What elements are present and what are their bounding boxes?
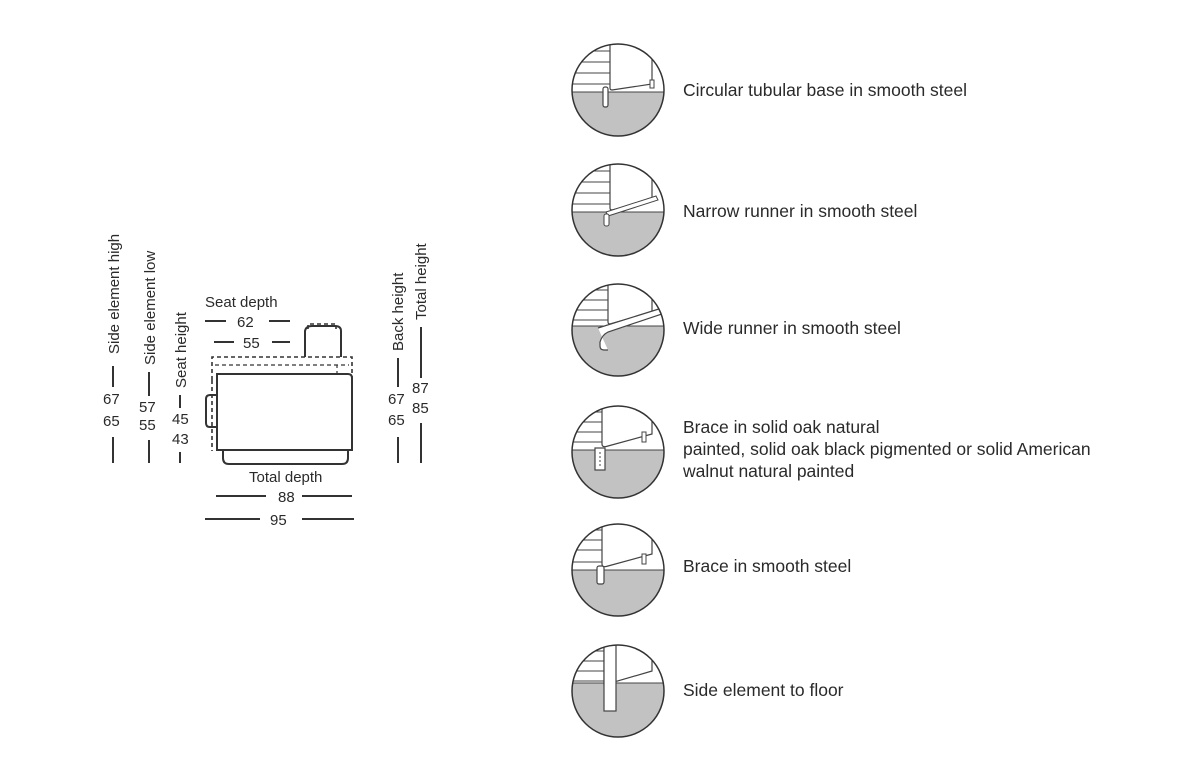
- oak-brace-icon: [571, 405, 665, 499]
- total-height-value-1: 87: [412, 380, 429, 397]
- total-height-dimension: Total height 87 85: [412, 242, 430, 463]
- option-label: Side element to floor: [683, 680, 844, 700]
- option-wide-runner: Wide runner in smooth steel: [568, 280, 1188, 380]
- total-height-value-2: 85: [412, 400, 429, 417]
- seat-depth-label: Seat depth: [205, 294, 278, 311]
- option-label: Narrow runner in smooth steel: [683, 201, 918, 221]
- sofa-dimension-diagram: Side element high 67 65 Side element low…: [103, 234, 430, 529]
- seat-depth-value-1: 62: [237, 314, 254, 331]
- option-steel-brace: Brace in smooth steel: [568, 520, 1188, 620]
- back-height-value-2: 65: [388, 412, 405, 429]
- seat-height-dimension: Seat height 45 43: [172, 311, 190, 463]
- option-oak-brace: Brace in solid oak natural painted, soli…: [568, 402, 1188, 502]
- side-element-high-label: Side element high: [106, 234, 123, 354]
- side-element-low-value-2: 55: [139, 417, 156, 434]
- narrow-runner-icon: [571, 163, 665, 257]
- option-tubular-base: Circular tubular base in smooth steel: [568, 40, 1188, 140]
- back-height-dimension: Back height 67 65: [388, 272, 407, 463]
- wide-runner-icon: [571, 283, 665, 377]
- sofa-side-view: [205, 323, 353, 465]
- total-depth-label: Total depth: [249, 469, 322, 486]
- total-depth-value-2: 95: [270, 512, 287, 529]
- option-label: Brace in smooth steel: [683, 556, 852, 576]
- seat-height-value-2: 43: [172, 431, 189, 448]
- side-to-floor-icon: [571, 644, 665, 738]
- side-element-low-value-1: 57: [139, 399, 156, 416]
- seat-depth-dimension: Seat depth 62 55: [205, 294, 290, 352]
- side-element-high-dimension: Side element high 67 65: [103, 234, 123, 463]
- seat-height-value-1: 45: [172, 411, 189, 428]
- side-element-high-value-1: 67: [103, 391, 120, 408]
- side-element-high-value-2: 65: [103, 413, 120, 430]
- tubular-base-icon: [571, 43, 665, 137]
- total-height-label: Total height: [413, 242, 430, 320]
- total-depth-dimension: Total depth 88 95: [205, 469, 354, 529]
- steel-brace-icon: [571, 523, 665, 617]
- side-element-low-dimension: Side element low 57 55: [139, 251, 159, 463]
- option-label: Circular tubular base in smooth steel: [683, 80, 968, 100]
- back-height-label: Back height: [390, 272, 407, 351]
- option-label: Brace in solid oak natural painted, soli…: [683, 417, 1091, 481]
- option-narrow-runner: Narrow runner in smooth steel: [568, 160, 1188, 260]
- seat-height-label: Seat height: [173, 311, 190, 388]
- total-depth-value-1: 88: [278, 489, 295, 506]
- side-element-low-label: Side element low: [142, 251, 159, 365]
- option-side-to-floor: Side element to floor: [568, 641, 1188, 741]
- back-height-value-1: 67: [388, 391, 405, 408]
- option-label: Wide runner in smooth steel: [683, 318, 901, 338]
- seat-depth-value-2: 55: [243, 335, 260, 352]
